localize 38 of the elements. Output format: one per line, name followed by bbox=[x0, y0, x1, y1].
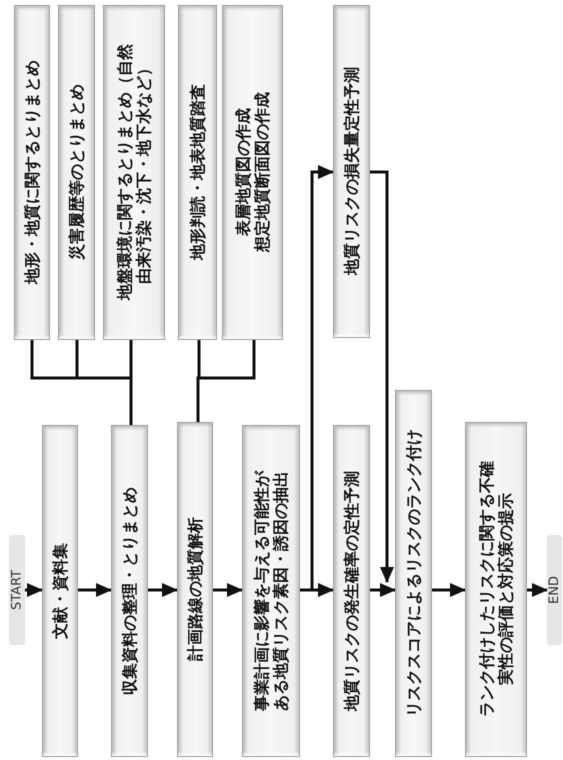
arrow bbox=[300, 165, 334, 592]
box-text: 地質リスクの発生確率の定性予測 bbox=[342, 471, 362, 711]
box-text: ランク付けしたリスクに関する不確実性の評価と対応策の提示 bbox=[476, 460, 516, 720]
process-box bbox=[395, 390, 432, 757]
arrow bbox=[370, 170, 394, 583]
process-box bbox=[103, 5, 165, 340]
box-text: 地盤環境に関するとりまとめ（自然由来汚染・沈下・地下水など） bbox=[114, 43, 154, 302]
terminal-label: START bbox=[9, 535, 25, 645]
arrow bbox=[432, 583, 466, 597]
arrow bbox=[148, 583, 178, 597]
process-box bbox=[177, 422, 213, 757]
box-text: 想定地質断面図の作成 bbox=[252, 92, 272, 252]
process-box bbox=[111, 425, 148, 757]
arrow bbox=[527, 583, 548, 597]
box-text: 計画路線の地質解析 bbox=[185, 518, 205, 662]
arrow bbox=[213, 583, 243, 597]
arrow bbox=[25, 583, 43, 597]
process-box bbox=[58, 5, 95, 340]
box-text: 災害履歴等のとりまとめ bbox=[66, 84, 86, 260]
box-text: 地質リスクの損失量定性予測 bbox=[342, 68, 362, 276]
box-text: 地形・地質に関するとりまとめ bbox=[22, 60, 42, 284]
process-box bbox=[465, 422, 527, 757]
process-box bbox=[42, 425, 78, 757]
arrow bbox=[370, 583, 396, 597]
box-text: 収集資料の整理・とりまとめ bbox=[120, 487, 140, 695]
process-box bbox=[242, 425, 300, 757]
box-text: 地形判読・地表地質踏査 bbox=[188, 84, 208, 260]
terminal-label: END bbox=[547, 535, 562, 645]
process-box bbox=[14, 5, 50, 340]
box-text: 表層地質図の作成 bbox=[233, 108, 252, 236]
process-box bbox=[222, 5, 283, 340]
box-text: リスクスコアによるリスクのランク付け bbox=[404, 430, 424, 718]
box-text: 文献・資料集 bbox=[50, 543, 70, 639]
arrow bbox=[78, 583, 112, 597]
process-box bbox=[333, 5, 370, 338]
process-box bbox=[178, 5, 217, 340]
box-text: 事業計画に影響を与える可能性がある地質リスク素因・誘因の抽出 bbox=[252, 470, 290, 713]
process-box bbox=[333, 425, 370, 757]
